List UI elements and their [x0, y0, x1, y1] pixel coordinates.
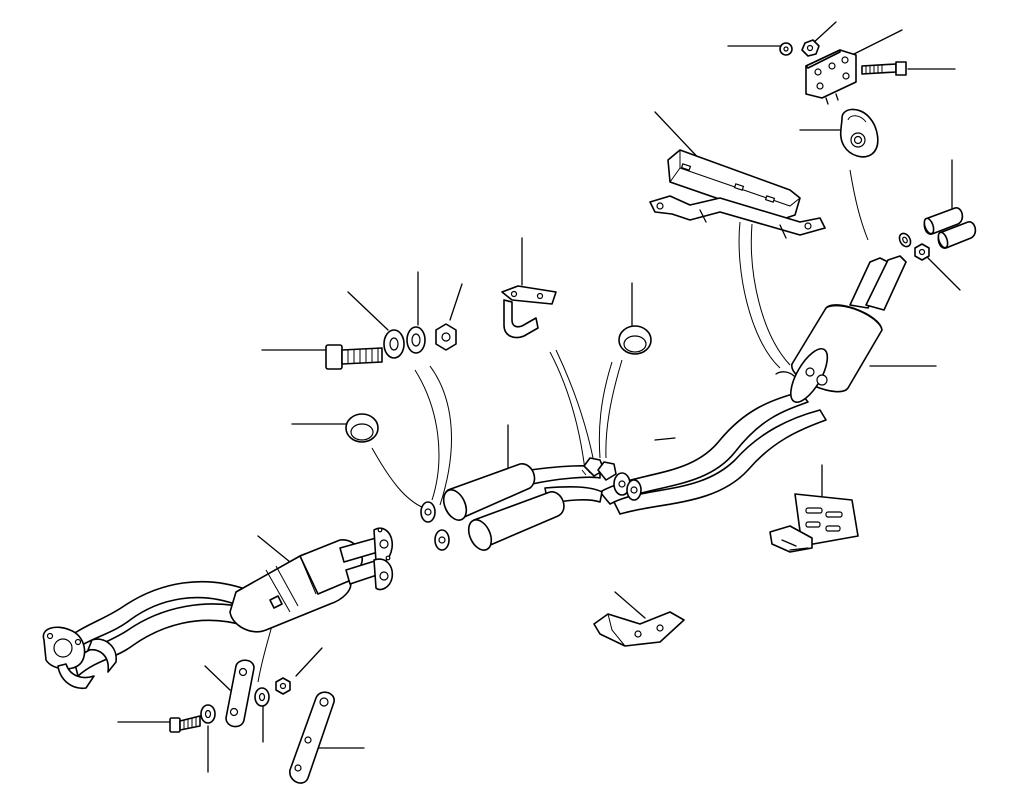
rear-muffler: [775, 304, 883, 403]
sealing-ring-right: [618, 325, 652, 355]
rear-pipes: [599, 255, 907, 515]
rear-mounting-strap: [289, 691, 335, 784]
mount-nut: [801, 39, 820, 57]
front-pipe: [59, 580, 257, 677]
clamp-washer: [898, 232, 912, 248]
rubber-mount: [839, 108, 879, 158]
mount-bracket: [805, 49, 857, 105]
heat-shield-bracket: [649, 195, 826, 239]
nut-small: [275, 677, 291, 695]
underbody-bracket: [593, 611, 685, 647]
heat-shield: [667, 149, 801, 221]
washer-large-1: [383, 329, 405, 359]
bolt-large: [325, 344, 383, 370]
washer-small: [200, 687, 270, 724]
mount-washer: [779, 42, 793, 56]
front-mounting-strap: [225, 659, 255, 728]
center-hanger: [501, 285, 557, 339]
center-mufflers: [420, 457, 642, 551]
mount-bolt: [861, 61, 907, 76]
leader-lines: [117, 21, 961, 773]
dual-outlet-flange: [339, 527, 394, 591]
rear-bracket-plate: [769, 493, 859, 553]
nut-large: [435, 323, 457, 351]
tailpipe-tips: [923, 207, 977, 249]
manifold-flange: [42, 626, 117, 690]
clamp-nut: [914, 243, 930, 261]
bolt-small: [169, 715, 201, 733]
washer-large-2: [406, 326, 426, 354]
assembly-lines: [257, 169, 869, 683]
sealing-ring-left: [345, 413, 379, 443]
